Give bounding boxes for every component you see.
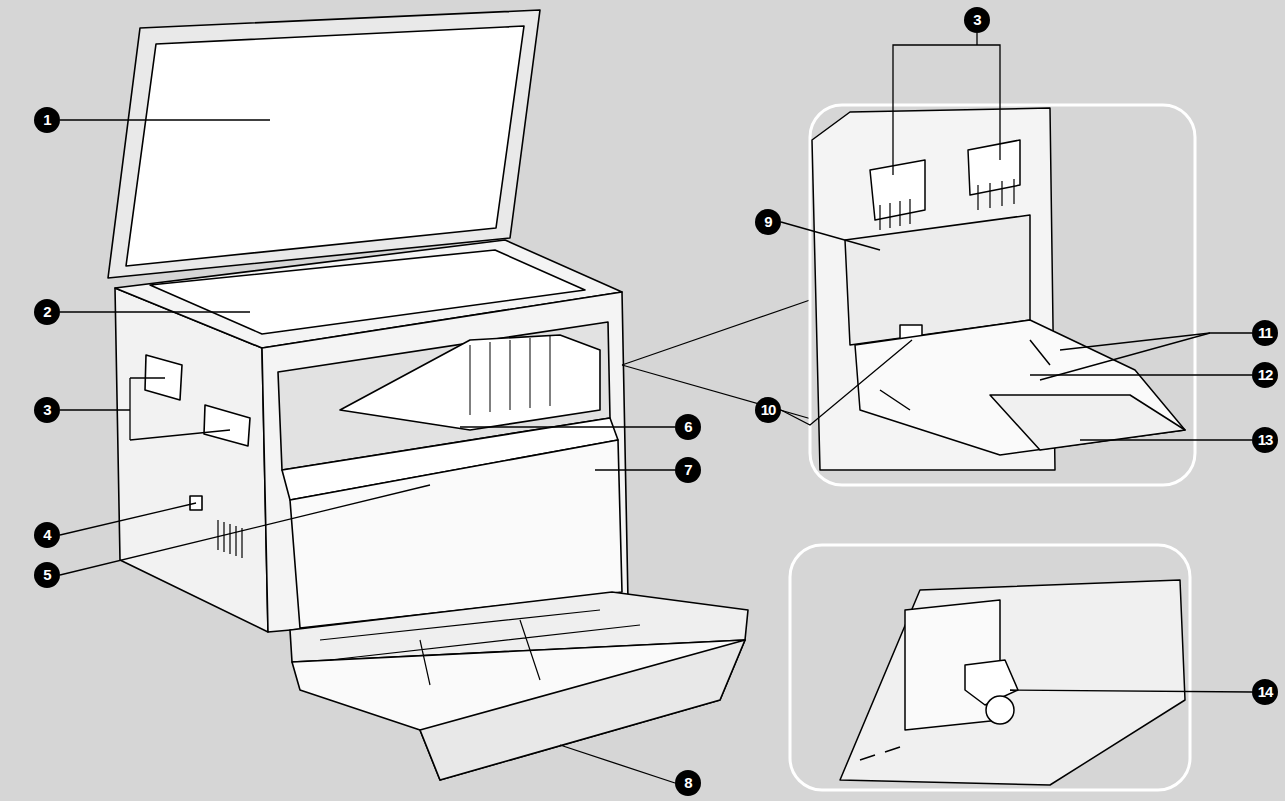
callout-number: 12	[1252, 362, 1278, 388]
body-front	[262, 292, 628, 632]
inset-frame	[810, 105, 1195, 485]
callout-number: 3	[964, 7, 990, 33]
callout-number: 8	[675, 770, 701, 796]
callout-number: 1	[34, 107, 60, 133]
callout-number: 7	[675, 457, 701, 483]
document-cover	[108, 10, 540, 278]
callout-number: 14	[1252, 679, 1278, 705]
callout-number: 11	[1252, 320, 1278, 346]
callout-number: 13	[1252, 427, 1278, 453]
inset-frame	[790, 545, 1190, 790]
callout-number: 2	[34, 299, 60, 325]
callout-number: 4	[34, 522, 60, 548]
leader-lines	[60, 33, 1252, 783]
callout-number: 6	[675, 414, 701, 440]
callout-number: 5	[34, 562, 60, 588]
callout-number: 3	[34, 397, 60, 423]
callout-number: 9	[755, 209, 781, 235]
callout-number: 10	[755, 397, 781, 423]
